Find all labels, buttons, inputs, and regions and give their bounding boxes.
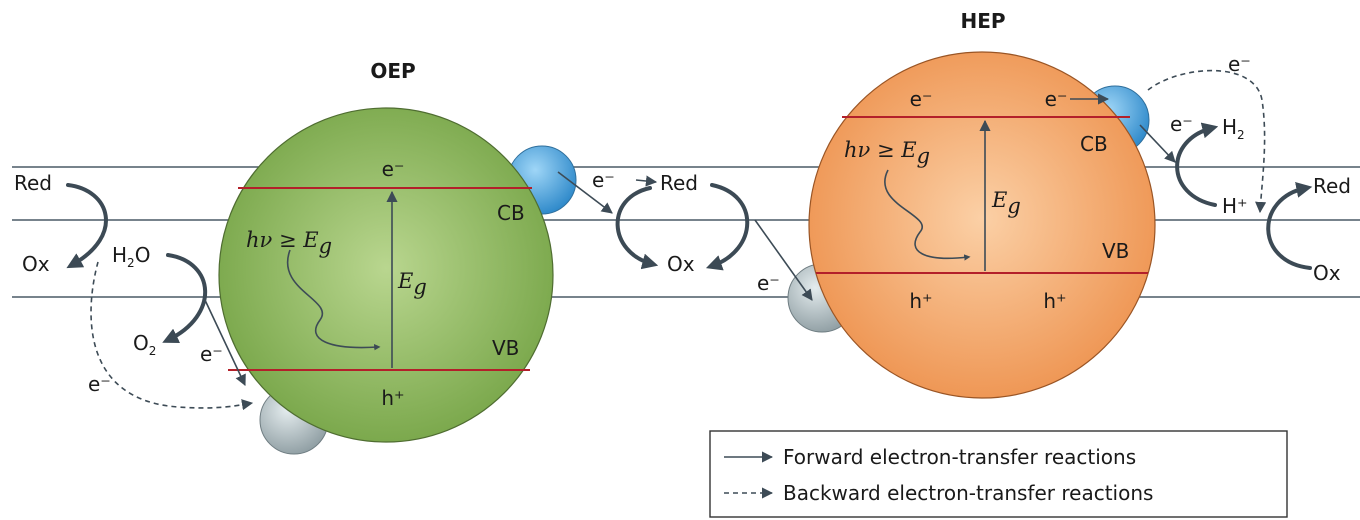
water-oxidation-cycle: H2O O2 — [112, 243, 208, 358]
hep-sphere — [808, 51, 1156, 399]
e-hep-vb-in-label: e⁻ — [757, 271, 780, 295]
right-redox-cycle: Red Ox — [1266, 174, 1351, 285]
mid-ox-arrow-left — [615, 186, 659, 270]
oep-gap-label: Eg — [397, 269, 427, 299]
hep-electron-left-label: e⁻ — [910, 87, 933, 111]
hep-electron-right-label: e⁻ — [1045, 87, 1068, 111]
oep-electron-label: e⁻ — [382, 157, 405, 181]
hep-gap-label: Eg — [991, 188, 1021, 218]
oep-cb-label: CB — [497, 201, 525, 225]
legend-forward-label: Forward electron-transfer reactions — [783, 445, 1136, 469]
hep-particle: HEP e⁻ e⁻ h⁺ h⁺ CB VB hν ≥ Eg Eg — [787, 9, 1156, 399]
left-ox-label: Ox — [22, 252, 50, 276]
mid-red-in-arrow — [635, 175, 658, 187]
oep-cb-electron-arrow — [557, 171, 613, 214]
hep-cb-to-proton-arrow — [1139, 124, 1176, 163]
oep-vb-label: VB — [492, 336, 519, 360]
water-electron-arrow — [204, 299, 246, 387]
mid-red-arrow-right — [705, 183, 750, 271]
left-red-ox-arrow — [66, 183, 108, 269]
middle-redox-cycle: Red Ox — [615, 171, 750, 276]
water-label: H2O — [112, 243, 150, 270]
hep-hole-left-label: h⁺ — [909, 289, 932, 313]
oep-hole-label: h⁺ — [381, 386, 404, 410]
legend-backward-label: Backward electron-transfer reactions — [783, 481, 1153, 505]
e-back-right-label: e⁻ — [1228, 52, 1251, 76]
left-backward-arrow — [90, 261, 254, 411]
right-ox-label: Ox — [1313, 261, 1341, 285]
mid-red-label: Red — [660, 171, 698, 195]
oep-photon-label: hν ≥ Eg — [246, 228, 332, 258]
oep-sphere — [218, 107, 554, 443]
hep-vb-electron-arrow — [754, 219, 813, 301]
oxygen-label: O2 — [133, 331, 156, 358]
e-oep-vb-in-label: e⁻ — [200, 342, 223, 366]
hydrogen-evolution-cycle: H2 H⁺ — [1175, 115, 1248, 218]
hep-vb-label: VB — [1102, 239, 1129, 263]
legend: Forward electron-transfer reactions Back… — [709, 430, 1288, 518]
hep-hole-right-label: h⁺ — [1043, 289, 1066, 313]
e-oep-cb-out-label: e⁻ — [592, 168, 615, 192]
left-redox-cycle: Red Ox — [14, 171, 108, 276]
h2-label: H2 — [1222, 115, 1245, 142]
legend-box — [709, 430, 1288, 518]
left-red-label: Red — [14, 171, 52, 195]
hep-photon-label: hν ≥ Eg — [844, 138, 930, 168]
mid-ox-label: Ox — [667, 252, 695, 276]
water-oxidation-arrow — [162, 253, 208, 344]
hep-photon-wave — [884, 169, 971, 261]
oep-particle: OEP e⁻ h⁺ CB VB hν ≥ Eg Eg — [218, 59, 577, 455]
hydrogen-evolution-arrow — [1175, 122, 1219, 207]
hep-title: HEP — [960, 9, 1005, 33]
e-hep-cb-out-label: e⁻ — [1170, 112, 1193, 136]
electron-transfers: e⁻ e⁻ e⁻ e⁻ e⁻ e⁻ — [88, 52, 1267, 411]
hep-cb-label: CB — [1080, 132, 1108, 156]
right-backward-arrow — [1147, 69, 1267, 214]
hplus-label: H⁺ — [1222, 194, 1248, 218]
right-ox-red-arrow — [1266, 182, 1313, 270]
e-back-left-label: e⁻ — [88, 372, 111, 396]
oep-title: OEP — [370, 59, 415, 83]
right-red-label: Red — [1313, 174, 1351, 198]
oep-photon-wave — [286, 249, 381, 351]
